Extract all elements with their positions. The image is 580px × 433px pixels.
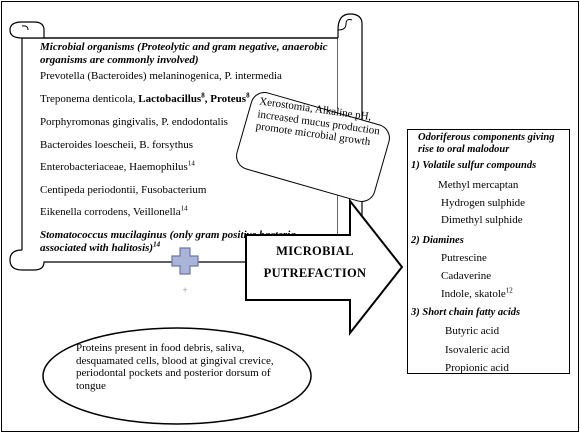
group-heading-diamines: 2) Diamines: [411, 235, 464, 246]
organism-line: Treponema denticola, Lactobacillus8, Pro…: [40, 91, 250, 105]
svg-text:+: +: [182, 286, 188, 294]
organism-line: Enterobacteriaceae, Haemophilus14: [40, 159, 195, 173]
organism-line: Centipeda periodontii, Fusobacterium: [40, 184, 207, 196]
odor-item: Butyric acid: [445, 325, 500, 337]
organism-line: Prevotella (Bacteroides) melaninogenica,…: [40, 70, 282, 82]
odoriferous-box: [407, 129, 570, 374]
odor-item: Putrescine: [441, 252, 487, 264]
organism-gram-positive: Stomatococcus mucilaginus (only gram pos…: [40, 229, 296, 254]
group-heading-fatty-acids: 3) Short chain fatty acids: [411, 307, 521, 318]
organisms-title: Microbial organisms (Proteolytic and gra…: [40, 41, 328, 66]
odor-item: Methyl mercaptan: [438, 179, 519, 191]
organism-line: Eikenella corrodens, Veillonella14: [40, 204, 188, 218]
organism-line: Porphyromonas gingivalis, P. endodontali…: [40, 116, 228, 128]
odor-item: Propionic acid: [445, 362, 509, 374]
odor-item: Cadaverine: [441, 270, 492, 282]
organism-line: Bacteroides loescheii, B. forsythus: [40, 139, 194, 151]
arrow-label-line2: PUTREFACTION: [263, 266, 367, 280]
odor-item: Dimethyl sulphide: [441, 214, 523, 226]
proteins-text: Proteins present in food debris, saliva,…: [76, 342, 274, 392]
odor-item: Hydrogen sulphide: [441, 197, 526, 209]
odor-item: Indole, skatole12: [441, 286, 513, 300]
odor-item: Isovaleric acid: [445, 344, 510, 356]
group-heading-sulfur: 1) Volatile sulfur compounds: [411, 160, 537, 171]
odoriferous-title: Odoriferous components giving rise to or…: [418, 132, 555, 155]
arrow-label-line1: MICROBIAL: [276, 244, 354, 258]
